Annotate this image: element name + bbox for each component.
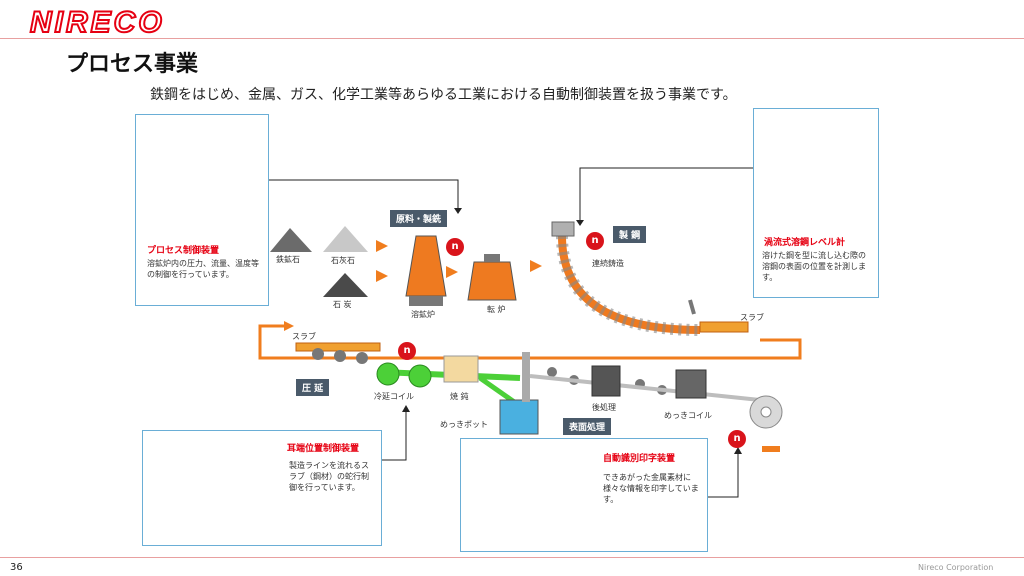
callout-process-control-title: プロセス制御装置 (147, 246, 220, 256)
stage-raw-ironmaking: 原料・製銑 (390, 210, 448, 227)
label-plating-pot: めっきポット (440, 420, 488, 429)
mold-tundish (551, 221, 575, 237)
plating-pot (499, 399, 539, 435)
label-iron-ore: 鉄鉱石 (276, 255, 300, 264)
slab-product (699, 321, 749, 333)
flow-arrow-1 (376, 240, 388, 252)
flow-arrow-3 (446, 266, 458, 278)
iron-ore-pile (270, 228, 312, 252)
nireco-logo: NIRECO (29, 5, 165, 40)
stage-steelmaking: 製 鋼 (613, 226, 647, 243)
callout-auto-marking-text: できあがった金属素材に様々な情報を印字しています。 (603, 473, 699, 504)
label-blast-furnace: 溶鉱炉 (411, 310, 435, 319)
callout-edge-control: 耳端位置制御装置 製造ラインを流れるスラブ（鋼材）の蛇行制御を行っています。 (142, 430, 382, 546)
stage-rolling: 圧 延 (296, 379, 330, 396)
connector-marking-arrow (734, 447, 742, 454)
callout-level-meter: 渦流式溶鋼レベル計 溶けた鋼を型に流し込む際の溶鋼の表面の位置を計測します。 (753, 108, 879, 298)
connector-process (268, 179, 459, 210)
callout-auto-marking: 自動識別印字装置 できあがった金属素材に様々な情報を印字しています。 (460, 438, 708, 552)
page-number: 36 (10, 562, 23, 573)
label-coal: 石 炭 (333, 300, 352, 309)
label-continuous-casting: 連続鋳造 (592, 259, 624, 268)
limestone-pile (323, 226, 368, 252)
label-converter: 転 炉 (487, 305, 506, 314)
roller-group (312, 348, 368, 364)
connector-marking (708, 452, 739, 498)
footer-divider (0, 557, 1024, 558)
callout-edge-control-text: 製造ラインを流れるスラブ（鋼材）の蛇行制御を行っています。 (289, 461, 369, 492)
label-limestone: 石灰石 (331, 256, 355, 265)
connector-level-arrow (576, 220, 584, 226)
page-title: プロセス事業 (66, 52, 199, 77)
coal-pile (323, 273, 368, 297)
cold-coil-1 (376, 362, 400, 386)
flow-arrow-2 (376, 270, 388, 282)
nireco-badge-icon: n (398, 342, 416, 360)
annealing-furnace (443, 355, 479, 383)
callout-edge-control-title: 耳端位置制御装置 (287, 444, 360, 454)
blast-furnace (405, 235, 447, 297)
page-subtitle: 鉄鋼をはじめ、金属、ガス、化学工業等あらゆる工業における自動制御装置を扱う事業で… (150, 87, 737, 103)
connector-level (579, 167, 753, 222)
callout-process-control: プロセス制御装置 溶鉱炉内の圧力、流量、温度等の制御を行っています。 (135, 114, 269, 306)
label-plated-coil: めっきコイル (664, 411, 712, 420)
flow-arrow-4 (530, 260, 542, 272)
continuous-caster (558, 235, 701, 334)
nireco-badge-icon: n (586, 232, 604, 250)
post-treatment-unit (591, 365, 621, 397)
connector-edge (380, 410, 407, 461)
label-post-treatment: 後処理 (592, 403, 616, 412)
callout-process-control-text: 溶鉱炉内の圧力、流量、温度等の制御を行っています。 (147, 259, 259, 279)
header-divider (0, 38, 1024, 39)
converter (467, 261, 517, 301)
stage-surface-treatment: 表面処理 (563, 418, 612, 435)
callout-auto-marking-title: 自動識別印字装置 (603, 454, 676, 464)
nireco-badge-icon: n (728, 430, 746, 448)
cold-coil-2 (408, 364, 432, 388)
corporate-name: Nireco Corporation (918, 563, 994, 572)
connector-edge-arrow (402, 405, 410, 412)
marked-product (762, 446, 780, 452)
plated-coil-unit (675, 369, 707, 399)
callout-level-meter-title: 渦流式溶鋼レベル計 (764, 238, 846, 248)
connector-process-arrow (454, 208, 462, 214)
label-slab-left: スラブ (292, 332, 316, 341)
callout-level-meter-text: 溶けた鋼を型に流し込む際の溶鋼の表面の位置を計測します。 (762, 251, 866, 282)
slab-feed (295, 342, 381, 352)
label-slab-top: スラブ (740, 313, 764, 322)
nireco-badge-icon: n (446, 238, 464, 256)
label-cold-coil: 冷延コイル (374, 392, 414, 401)
label-annealing: 焼 鈍 (450, 392, 469, 401)
